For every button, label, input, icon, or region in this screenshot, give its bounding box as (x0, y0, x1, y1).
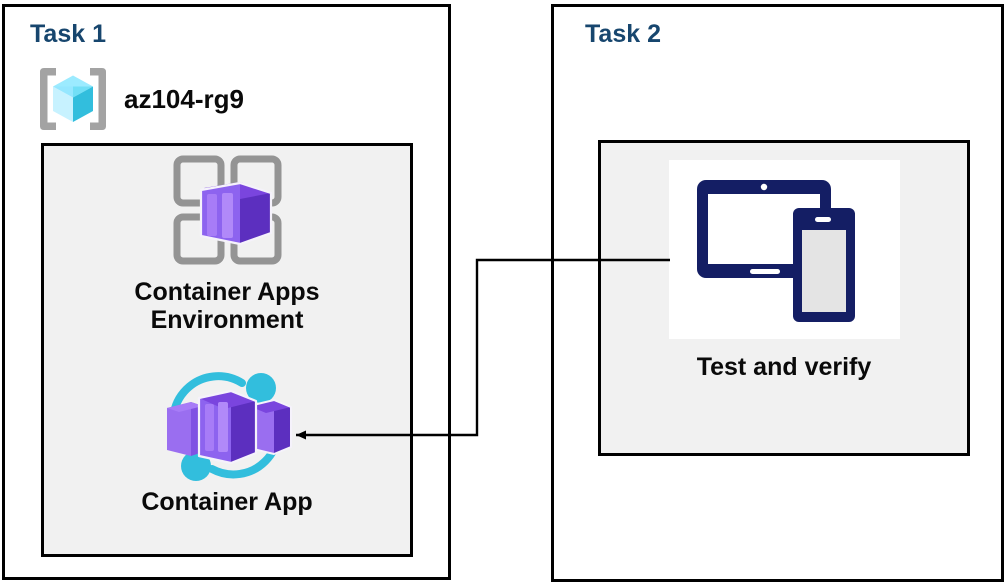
task-1-title: Task 1 (30, 20, 106, 48)
devices-tablet-phone-icon (689, 174, 879, 326)
container-app-icon (139, 368, 315, 484)
container-apps-environment-icon (168, 150, 286, 272)
container-apps-environment-label: Container Apps Environment (134, 278, 320, 334)
node-test-and-verify: Test and verify (598, 160, 970, 381)
resource-group-label: az104-rg9 (124, 83, 244, 114)
container-app-label: Container App (141, 488, 313, 516)
test-and-verify-label: Test and verify (696, 353, 872, 381)
node-container-app: Container App (41, 368, 413, 516)
test-and-verify-icon-tile (668, 160, 900, 339)
task-2-title: Task 2 (585, 20, 661, 48)
resource-group-row: az104-rg9 (36, 62, 244, 136)
azure-resource-group-icon (36, 62, 110, 136)
node-container-apps-environment: Container Apps Environment (41, 150, 413, 334)
